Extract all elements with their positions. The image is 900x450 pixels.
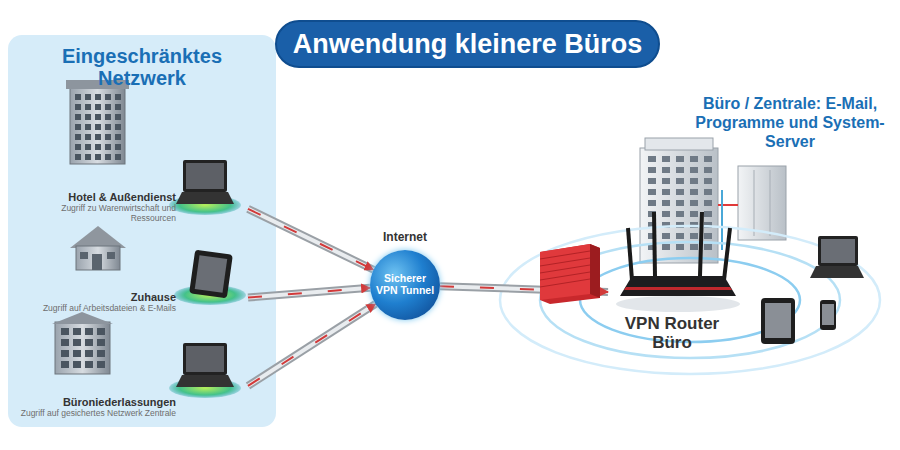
network-panel-ground <box>8 35 276 427</box>
site-name: Hotel & Außendienst <box>68 191 176 203</box>
tablet-icon <box>761 298 795 344</box>
office-building <box>52 312 113 374</box>
globe-text: Sicherer VPN Tunnel <box>370 273 440 296</box>
remote-site: ZuhauseZugriff auf Arbeitsdateien & E-Ma… <box>10 250 248 316</box>
wireless-waves <box>500 226 880 374</box>
site-description: Zugriff auf Arbeitsdateien & E-Mails <box>43 303 176 313</box>
tunnel-connector <box>248 288 370 298</box>
phone-icon <box>820 300 836 330</box>
panel-heading: Eingeschränktes Netzwerk <box>42 45 242 89</box>
vpn-router: VPN Router Büro <box>608 215 736 355</box>
tablet-icon <box>174 250 246 305</box>
site-name: Büroniederlassungen <box>63 396 176 408</box>
site-name: Zuhause <box>131 291 176 303</box>
tunnel-tube <box>248 304 376 386</box>
router-icon <box>616 212 740 312</box>
tunnel-tube <box>248 209 374 270</box>
tunnel-tube <box>248 304 376 386</box>
tunnel-connector <box>248 209 374 270</box>
firewall-icon <box>540 244 600 304</box>
laptop-icon <box>810 236 864 278</box>
hotel-building <box>66 80 129 164</box>
tunnel-arrow <box>248 288 370 298</box>
laptop-icon <box>169 160 241 215</box>
site-description: Zugriff zu Warenwirtschaft und Ressource… <box>14 203 176 223</box>
tunnel-connector <box>248 304 376 386</box>
router-label: VPN Router Büro <box>608 314 736 353</box>
tunnel-arrow <box>248 209 374 270</box>
tunnel-tube <box>248 288 370 298</box>
cloud-label: Internet <box>350 230 460 244</box>
site-description: Zugriff auf gesichertes Netzwerk Zentral… <box>21 408 176 418</box>
tunnel-tube <box>248 209 374 270</box>
network-panel: Eingeschränktes NetzwerkHotel & Außendie… <box>8 35 276 427</box>
tunnel-tube <box>248 288 370 298</box>
remote-site: Hotel & AußendienstZugriff zu Warenwirts… <box>10 148 248 226</box>
title-banner: Anwendung kleinere Büros <box>275 20 660 68</box>
house-icon <box>70 226 126 270</box>
internet-globe: InternetSicherer VPN Tunnel <box>370 250 440 320</box>
tunnel-arrow <box>248 304 376 386</box>
laptop-icon <box>169 343 241 398</box>
office-caption: Büro / Zentrale: E-Mail, Programme und S… <box>686 94 894 152</box>
remote-site: BüroniederlassungenZugriff auf gesichert… <box>10 343 248 421</box>
